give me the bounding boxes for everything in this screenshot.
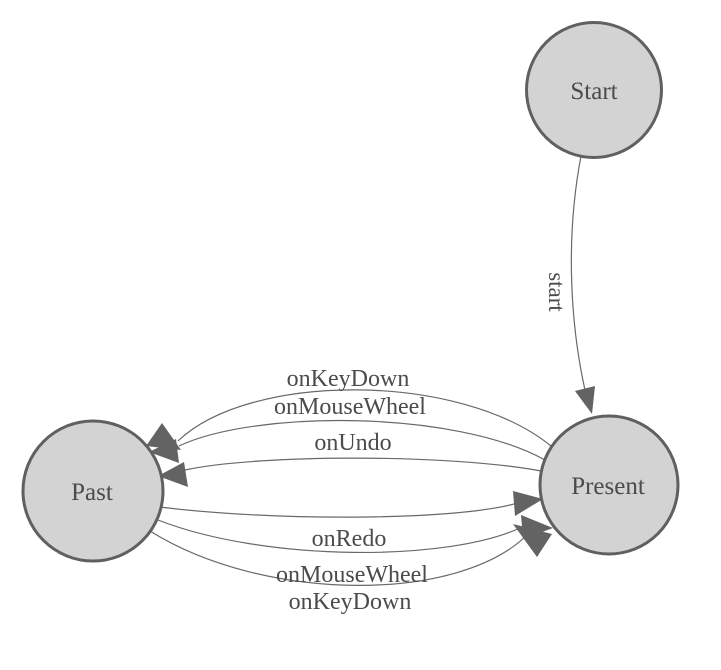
arrowhead-present-onkeydown	[513, 524, 552, 557]
edge-label-onkeydown-top: onKeyDown	[287, 366, 410, 392]
edge-label-onkeydown-bottom: onKeyDown	[289, 589, 412, 615]
state-node-start	[525, 21, 663, 159]
edge-label-onmousewheel-top: onMouseWheel	[274, 394, 426, 420]
state-label-past: Past	[71, 479, 113, 506]
arrowhead-past-onundo	[158, 462, 188, 487]
edge-past-to-present-onmousewheel	[157, 519, 523, 553]
state-node-past	[21, 419, 165, 563]
edge-past-to-present-onkeydown	[149, 530, 529, 586]
edge-label-onredo: onRedo	[312, 526, 387, 552]
edge-start-to-present	[570, 155, 589, 404]
state-label-present: Present	[571, 473, 645, 500]
edge-label-onmousewheel-bottom: onMouseWheel	[276, 562, 428, 588]
state-label-start: Start	[570, 78, 617, 105]
edge-label-onundo: onUndo	[314, 430, 391, 456]
edge-present-to-past-onkeydown	[177, 389, 552, 447]
arrowhead-past-onmousewheel	[149, 439, 179, 463]
edge-label-start: start	[544, 272, 569, 312]
arrowhead-present-onredo	[513, 491, 543, 516]
edge-present-to-past-onmousewheel	[178, 419, 546, 461]
edge-present-to-past-onundo	[184, 457, 542, 472]
arrowhead-start-edge	[575, 386, 595, 414]
edge-past-to-present-onredo	[159, 503, 515, 518]
state-node-present	[538, 414, 680, 556]
